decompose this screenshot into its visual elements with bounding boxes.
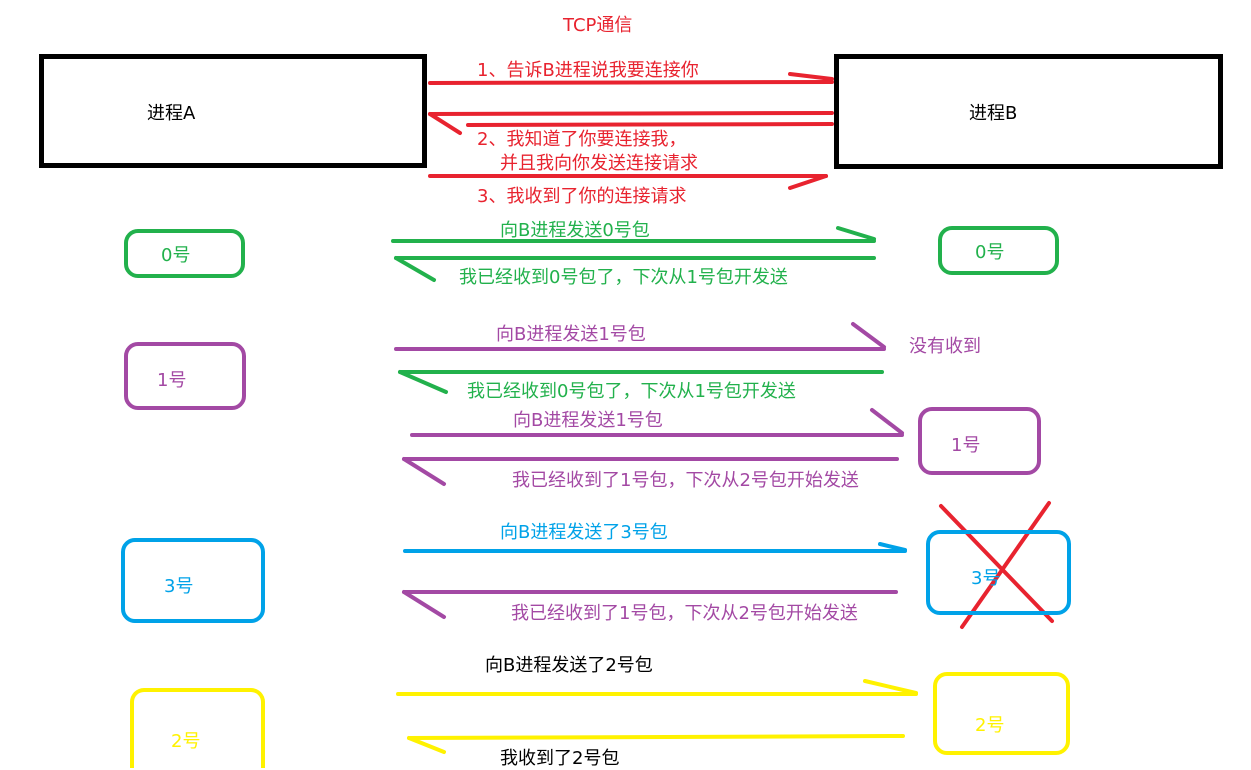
packet-b-2-label: 2号 [975, 715, 1005, 736]
process-b-label: 进程B [969, 103, 1018, 124]
arrow-ack-1 [402, 457, 899, 486]
handshake-arrow-3 [428, 174, 828, 190]
handshake-step-1: 1、告诉B进程说我要连接你 [477, 60, 699, 81]
arrow-ack-1-repeat [402, 590, 898, 619]
packet-b-3 [926, 530, 1071, 615]
process-b-box [834, 54, 1223, 169]
diagram-title: TCP通信 [563, 15, 633, 36]
arrow-ack-0 [394, 256, 876, 282]
packet-b-1 [918, 407, 1041, 475]
packet-a-2 [130, 688, 265, 768]
lost-packet-cross [939, 501, 1054, 629]
packet-b-2 [933, 672, 1070, 755]
arrow-send-2 [396, 679, 918, 696]
arrow-send-0 [391, 226, 876, 243]
packet-b-0-label: 0号 [975, 242, 1005, 263]
arrow-send-3 [403, 542, 907, 553]
packet-b-1-label: 1号 [951, 435, 981, 456]
packet-a-0-label: 0号 [161, 245, 191, 266]
arrow-send-1 [394, 322, 886, 351]
packet-b-0 [938, 226, 1059, 275]
handshake-arrow-1 [428, 72, 834, 85]
msg-send-1-retry: 向B进程发送1号包 [513, 410, 663, 431]
msg-ack-1-repeat: 我已经收到了1号包，下次从2号包开始发送 [511, 603, 858, 624]
handshake-arrow-2 [428, 111, 834, 135]
msg-ack-1: 我已经收到了1号包，下次从2号包开始发送 [512, 470, 859, 491]
packet-a-2-label: 2号 [171, 731, 201, 752]
arrow-ack-0-repeat [398, 370, 884, 394]
arrow-send-1-retry [410, 408, 904, 437]
packet-a-1-label: 1号 [157, 370, 187, 391]
packet-a-3-label: 3号 [164, 576, 194, 597]
packet-a-1 [124, 342, 246, 410]
process-a-label: 进程A [147, 103, 196, 124]
packet-a-0 [124, 229, 245, 278]
msg-lost: 没有收到 [909, 336, 981, 357]
msg-ack-0-repeat: 我已经收到0号包了，下次从1号包开发送 [467, 381, 796, 402]
msg-send-0: 向B进程发送0号包 [500, 220, 650, 241]
handshake-step-2-line-2: 并且我向你发送连接请求 [500, 153, 698, 174]
handshake-step-3: 3、我收到了你的连接请求 [477, 186, 687, 207]
handshake-step-2-line-1: 2、我知道了你要连接我， [477, 129, 687, 150]
msg-send-1: 向B进程发送1号包 [496, 324, 646, 345]
msg-send-2: 向B进程发送了2号包 [485, 655, 653, 676]
msg-ack-0: 我已经收到0号包了，下次从1号包开发送 [459, 267, 788, 288]
msg-send-3: 向B进程发送了3号包 [500, 522, 668, 543]
process-a-box [39, 54, 427, 168]
arrow-ack-2 [407, 734, 905, 754]
packet-a-3 [121, 538, 265, 623]
msg-ack-2: 我收到了2号包 [500, 748, 620, 769]
packet-b-3-label: 3号 [971, 568, 1001, 589]
